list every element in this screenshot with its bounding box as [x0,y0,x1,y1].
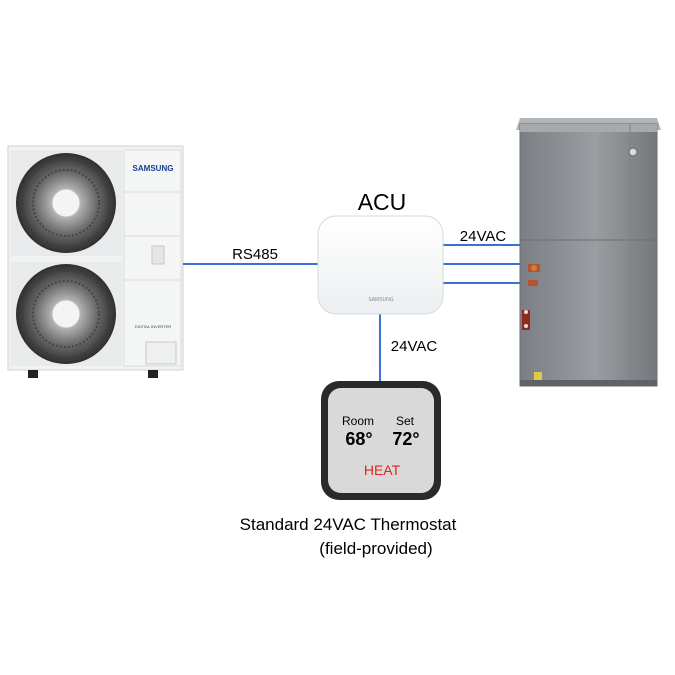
label-24vac-air-handler: 24VAC [460,228,507,245]
label-24vac-thermostat: 24VAC [391,338,438,355]
acu-device: SAMSUNG [317,215,444,315]
acu-title: ACU [358,189,407,215]
fan-lower [10,262,122,366]
thermostat-mode: HEAT [364,462,401,478]
thermostat-set-value: 72° [392,429,419,449]
fan-upper [10,150,122,256]
thermostat-caption-line1: Standard 24VAC Thermostat [240,515,457,534]
outdoor-model-label: DIGITAL INVERTER [135,324,171,329]
wires [183,244,520,382]
thermostat-set-label: Set [396,414,415,428]
thermostat-room-label: Room [342,414,374,428]
air-handler-unit [516,118,661,387]
acu-brand-mark: SAMSUNG [368,297,393,303]
label-rs485: RS485 [232,246,278,263]
thermostat: Room 68° Set 72° HEAT [321,381,441,500]
thermostat-room-value: 68° [345,429,372,449]
outdoor-brand-logo: SAMSUNG [133,164,174,173]
thermostat-caption-line2: (field-provided) [319,539,432,558]
outdoor-unit: SAMSUNG DIGITAL INVERTER [7,145,184,378]
